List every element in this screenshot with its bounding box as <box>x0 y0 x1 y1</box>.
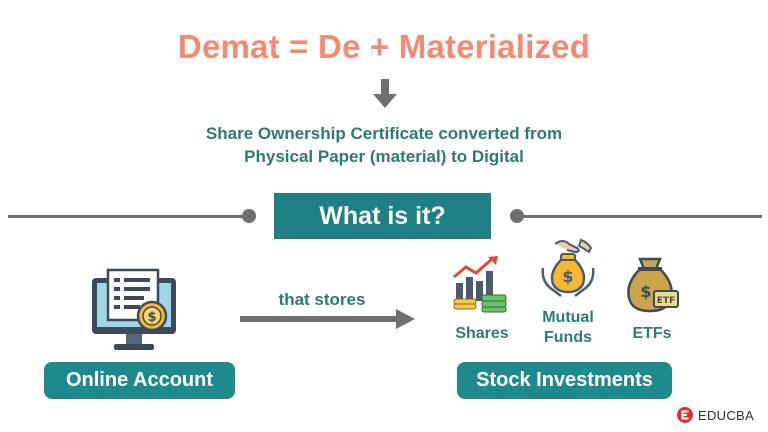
definition-line-1: Share Ownership Certificate converted fr… <box>205 124 563 143</box>
down-arrow-icon <box>373 79 397 108</box>
connector-label: that stores <box>278 290 366 309</box>
page-title: Demat = De + Materialized <box>177 28 591 65</box>
divider-line-left <box>8 215 248 218</box>
stock-growth-icon <box>453 256 507 313</box>
etfs-label: ETFs <box>632 325 672 342</box>
svg-text:ETF: ETF <box>657 296 675 306</box>
divider-line-right <box>520 215 762 218</box>
mutual-funds-label-line-2: Funds <box>544 329 592 346</box>
shares-label: Shares <box>455 325 509 342</box>
divider-dot-left <box>242 209 256 223</box>
right-arrow-icon <box>240 309 415 329</box>
online-account-box: Online Account <box>44 362 235 399</box>
etf-money-bag-icon: $ ETF <box>627 257 679 313</box>
definition-line-2: Physical Paper (material) to Digital <box>244 147 524 166</box>
mutual-funds-label-line-1: Mutual <box>542 309 594 326</box>
money-bag-hands-icon: $ <box>541 238 595 297</box>
svg-text:$: $ <box>147 310 156 325</box>
stock-investments-box: Stock Investments <box>457 362 672 399</box>
svg-text:$: $ <box>640 282 651 301</box>
what-is-it-banner: What is it? <box>274 193 491 239</box>
online-account-computer-icon: $ <box>92 268 176 350</box>
educba-logo-icon <box>677 407 693 423</box>
mutual-funds-label: Mutual Funds <box>528 308 608 348</box>
definition-text: Share Ownership Certificate converted fr… <box>0 122 768 168</box>
divider-dot-right <box>510 209 524 223</box>
svg-text:$: $ <box>562 267 573 286</box>
brand-name: EDUCBA <box>698 407 754 423</box>
educba-logo: EDUCBA <box>676 405 754 425</box>
